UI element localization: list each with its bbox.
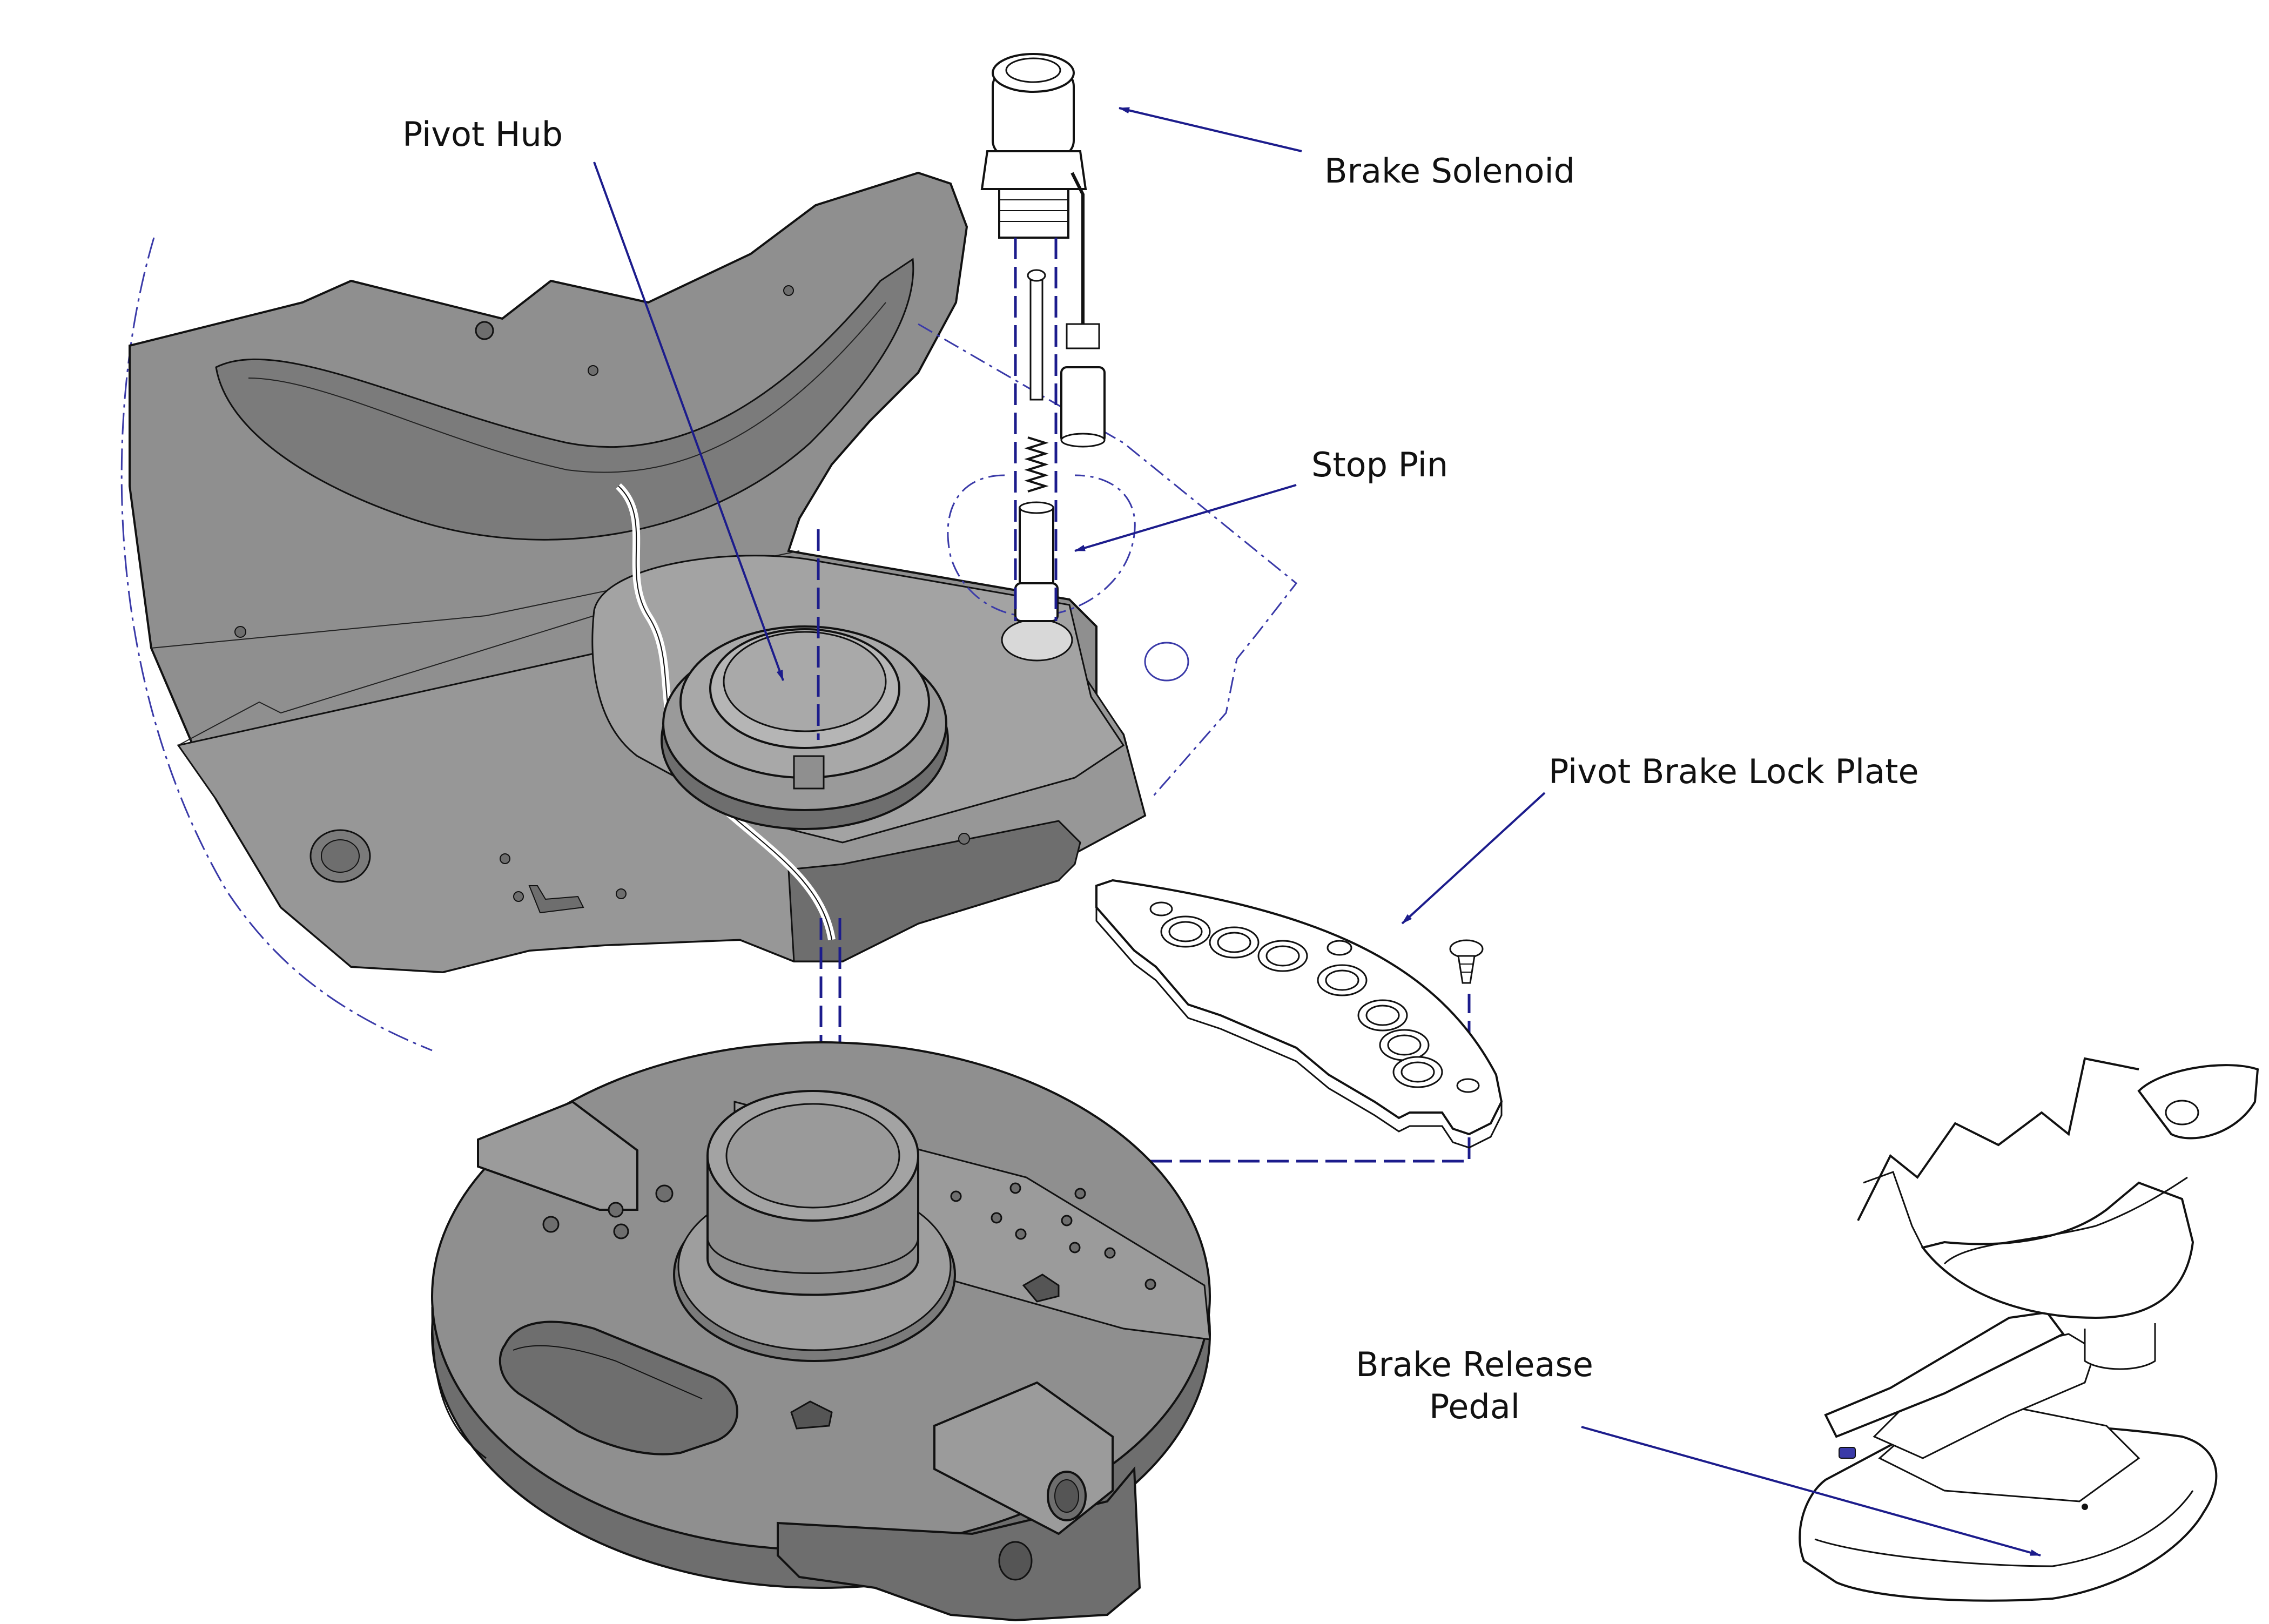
lock-plate-screw [1449,939,1484,984]
bracket-hole-outline [1144,642,1189,682]
callout-leaders [593,107,2041,1556]
label-brake-solenoid: Brake Solenoid [1324,151,1575,191]
leader-pivot-hub [593,161,784,681]
dental-chair-thumbnail [1799,1057,2259,1602]
label-brake-release-pedal-line2: Pedal [1429,1386,1520,1426]
label-pivot-brake-lock-plate: Pivot Brake Lock Plate [1548,752,1919,791]
label-brake-release-pedal-line1: Brake Release [1356,1345,1593,1384]
leader-stop-pin [1074,484,1297,552]
leader-brake-release-pedal [1581,1426,2041,1556]
chair-swing-arm [129,171,1147,974]
label-pivot-hub: Pivot Hub [402,114,563,154]
solenoid-bracket-outline [918,323,1298,800]
stop-pin [1014,269,1059,622]
brake-solenoid [980,53,1106,448]
detail-view-boundary [120,237,433,1052]
label-brake-release-pedal: Brake Release Pedal [1348,1344,1601,1427]
pivot-hub [661,625,949,830]
pivot-brake-lock-plate [1095,879,1503,1149]
stop-pin-bore [1001,618,1073,662]
pivot-base-plate [431,1041,1211,1622]
leader-lock-plate [1401,792,1546,925]
label-stop-pin: Stop Pin [1311,445,1449,484]
leader-brake-solenoid [1119,107,1302,152]
